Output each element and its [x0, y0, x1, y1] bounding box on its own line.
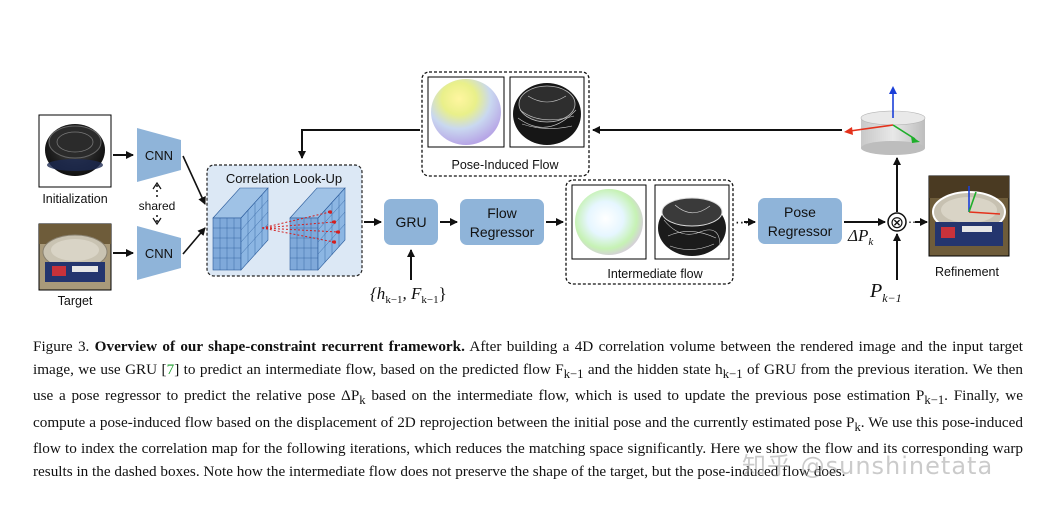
correlation-label: Correlation Look-Up — [226, 171, 342, 186]
cnn-bottom-block: CNN — [137, 226, 181, 280]
framework-diagram: Initialization Target CNN CNN shared Cor… — [38, 71, 1010, 308]
ellipsis-dots-2: ⋯ — [908, 215, 920, 229]
refinement-label: Refinement — [935, 265, 999, 279]
caption-sub-1: k−1 — [563, 366, 584, 381]
pose-induced-warp-result — [513, 83, 581, 145]
caption-sub-5: k — [854, 419, 861, 434]
pose-induced-flow-label: Pose-Induced Flow — [451, 158, 559, 172]
shared-label: shared — [139, 199, 176, 213]
caption-title: Overview of our shape-constraint recurre… — [94, 338, 465, 355]
correlation-lookup-panel: Correlation Look-Up — [206, 164, 363, 277]
cnn-top-block: CNN — [137, 128, 181, 182]
intermediate-flow-box: Intermediate flow — [565, 179, 734, 285]
flow-regressor-block: Flow Regressor — [460, 199, 544, 245]
caption-sub-2: k−1 — [722, 366, 743, 381]
pose-regressor-block: Pose Regressor — [758, 198, 842, 244]
caption-prefix: Figure 3. — [33, 338, 95, 355]
ellipsis-dots: ⋯ — [735, 214, 749, 230]
caption-text-4: of GRU from the previous iteration. We t… — [33, 360, 1024, 405]
pose-induced-flow-field — [431, 79, 501, 145]
caption-text-2: ] to predict an intermediate flow, based… — [174, 360, 564, 378]
compose-operator — [887, 212, 907, 232]
initialization-image — [38, 114, 112, 188]
pose-cylinder-icon — [844, 86, 926, 155]
watermark: 知乎 @sunshinetata — [742, 452, 994, 480]
caption-sub-3: k — [359, 393, 366, 408]
flow-regressor-label-line1: Flow — [487, 205, 517, 221]
gru-label: GRU — [395, 214, 426, 230]
intermediate-flow-label: Intermediate flow — [607, 267, 703, 281]
caption-text-5: based on the intermediate flow, which is… — [365, 387, 925, 405]
intermediate-warp-result — [658, 197, 726, 256]
otimes-symbol: ⊗ — [890, 213, 904, 232]
initialization-label: Initialization — [42, 192, 107, 206]
pose-induced-flow-box: Pose-Induced Flow — [421, 71, 590, 177]
flow-regressor-label-line2: Regressor — [470, 224, 535, 240]
cnn-bottom-label: CNN — [145, 246, 173, 261]
target-label: Target — [58, 294, 93, 308]
hidden-state-input-label: {hk−1, Fk−1} — [370, 284, 447, 306]
caption-text-3: and the hidden state h — [583, 360, 723, 378]
arrow-poseflow-to-corr — [298, 129, 420, 159]
intermediate-flow-field — [575, 189, 643, 255]
pose-regressor-label-line2: Regressor — [768, 223, 833, 239]
arrow-cnn-bottom-to-corr — [182, 227, 206, 255]
arrow-cnn-top-to-corr — [182, 155, 206, 205]
caption-text-7: . We use this pose-induced flow to index… — [33, 413, 1023, 481]
p-prev-label: Pk−1 — [869, 280, 902, 305]
caption-text-6: . Finally, we compute a pose-induced flo… — [33, 387, 1023, 431]
caption-text-1: After building a 4D correlation volume b… — [33, 338, 1023, 378]
gru-block: GRU — [384, 199, 438, 245]
cnn-top-label: CNN — [145, 148, 173, 163]
delta-p-label: ΔPk — [847, 226, 874, 248]
pose-regressor-label-line1: Pose — [784, 204, 816, 220]
citation-link[interactable]: 7 — [166, 360, 175, 378]
target-image — [38, 223, 112, 291]
refinement-image — [928, 175, 1010, 257]
figure-caption: Figure 3. Overview of our shape-constrai… — [33, 336, 1023, 484]
caption-sub-4: k−1 — [924, 393, 945, 408]
